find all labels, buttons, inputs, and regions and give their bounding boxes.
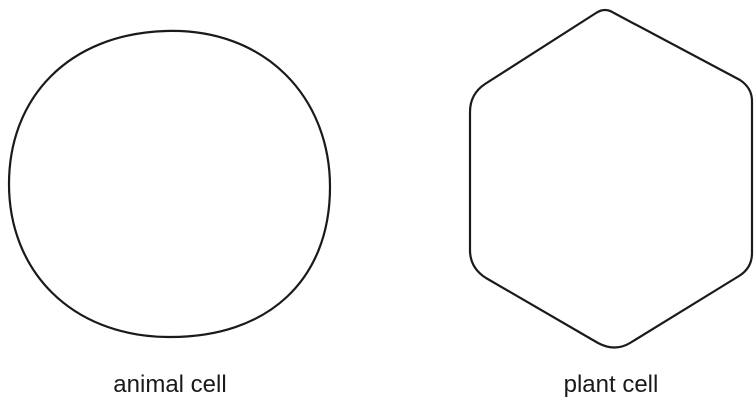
plant-cell-label: plant cell — [563, 371, 659, 398]
plant-cell-outline — [468, 8, 754, 349]
animal-cell-label: animal cell — [113, 371, 227, 398]
animal-cell-outline — [7, 29, 332, 339]
